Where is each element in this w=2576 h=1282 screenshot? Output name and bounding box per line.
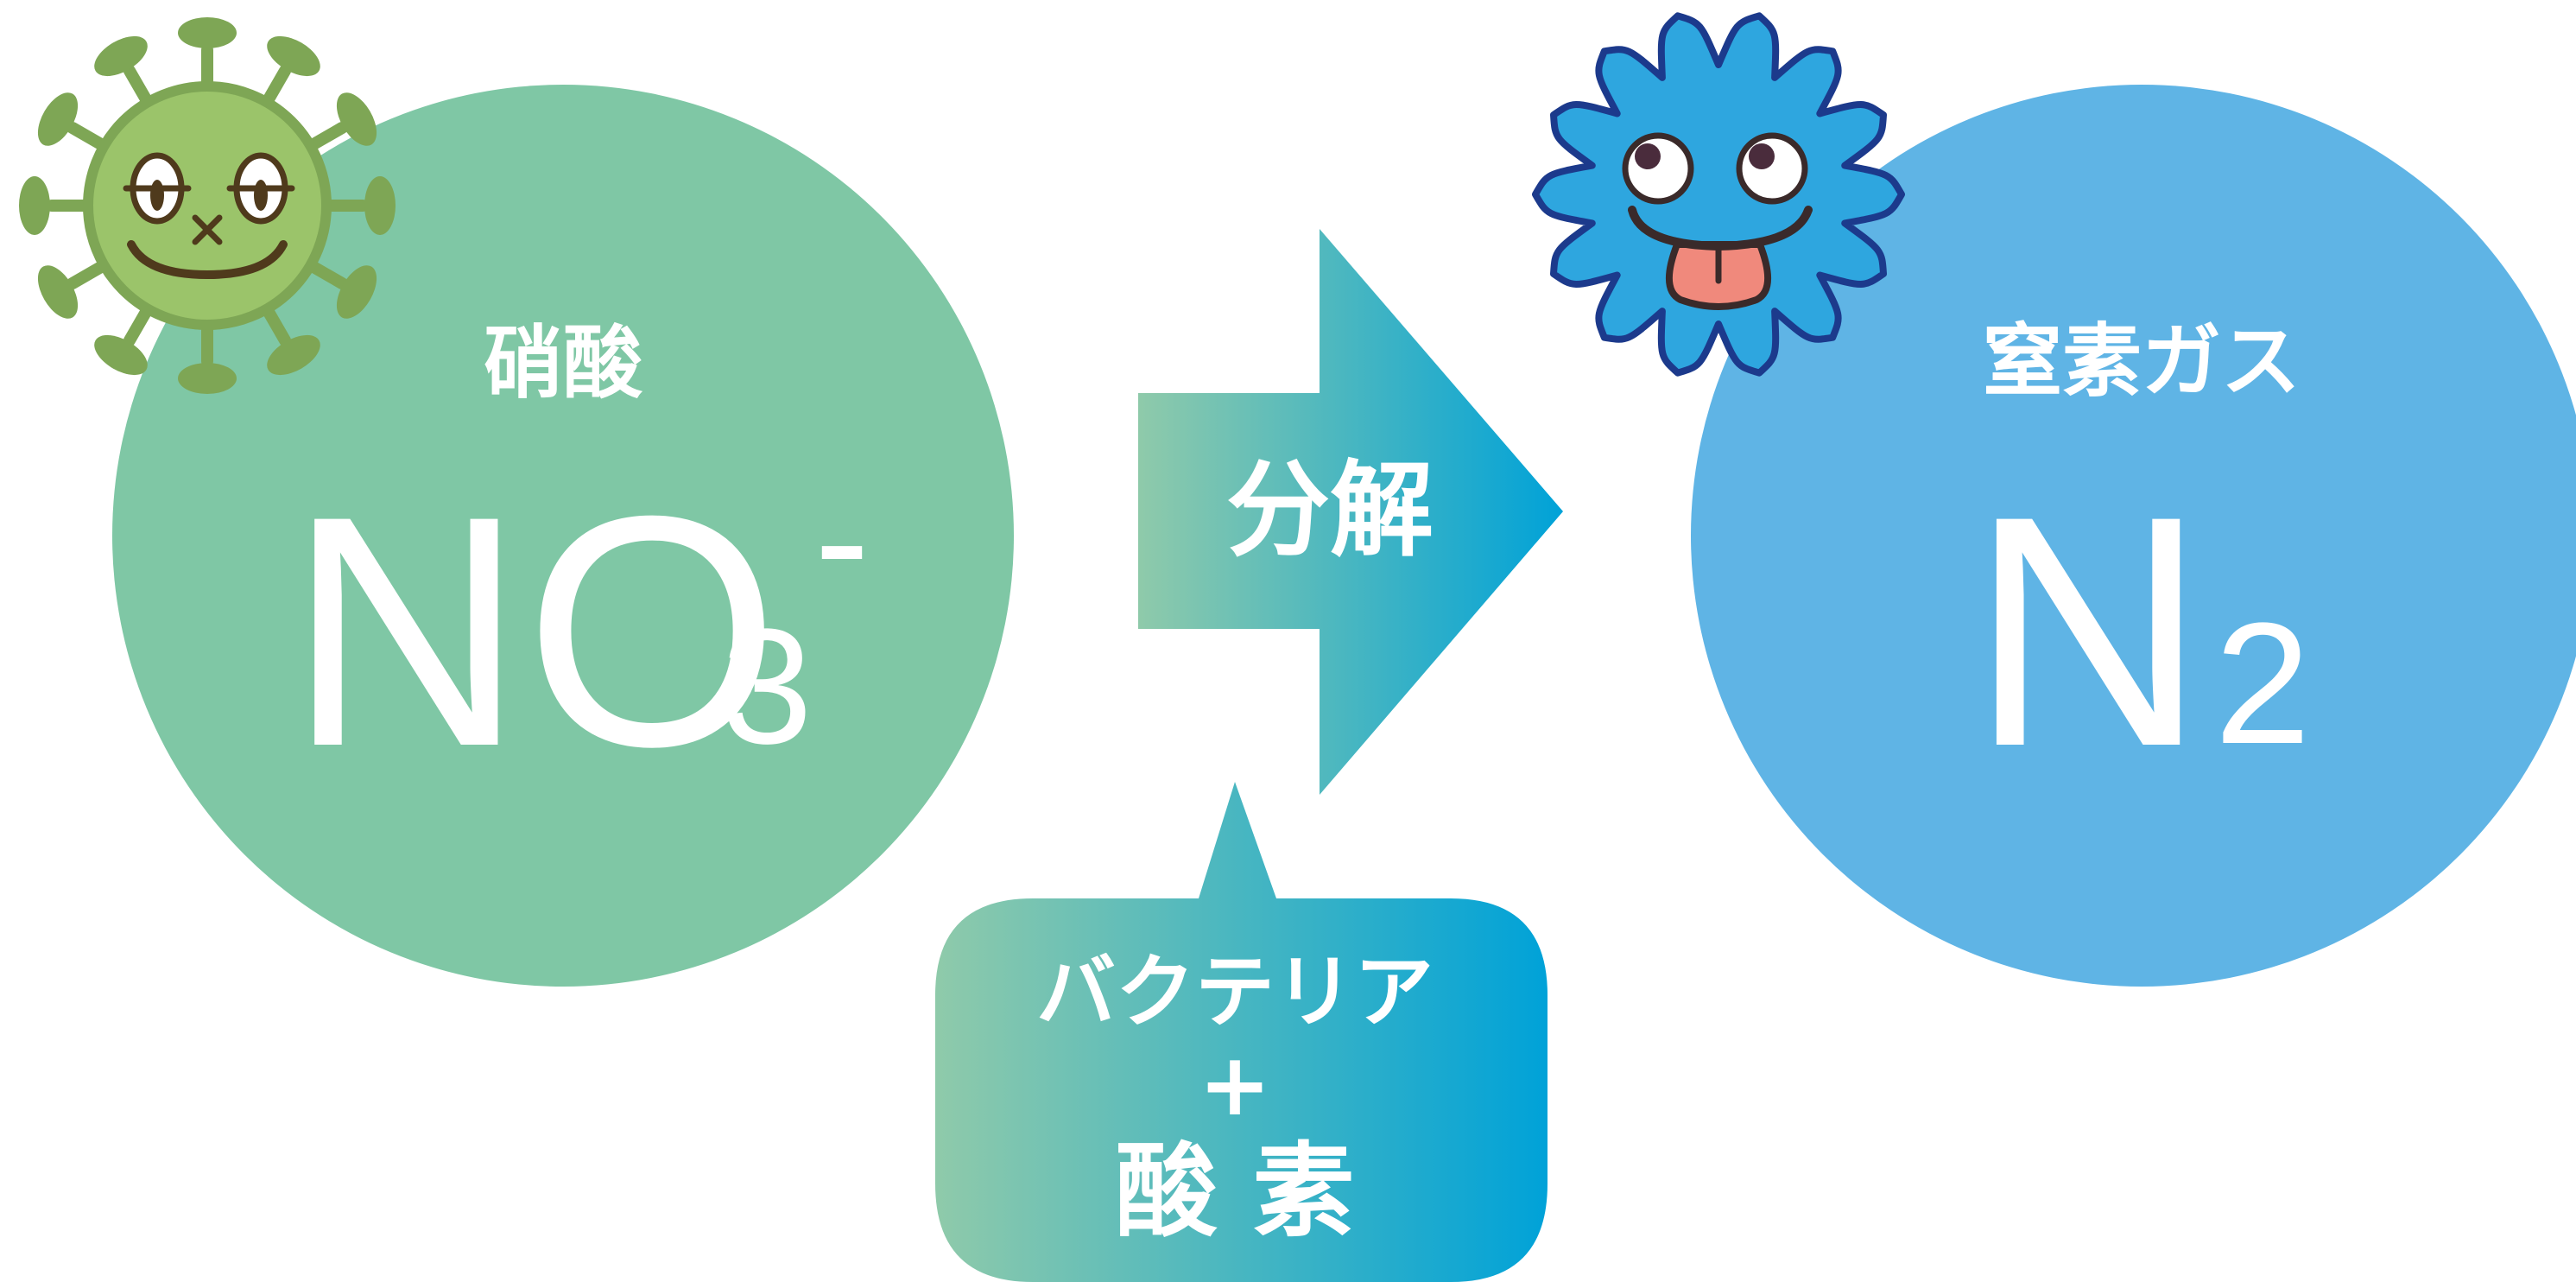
agent-oxygen-label: 酸 素 [1115, 1132, 1354, 1251]
nitrogen-label: 窒素ガス [1983, 315, 2301, 408]
nitrogen-circle [1691, 85, 2576, 987]
callout-shape [935, 782, 1547, 1282]
nitrate-formula-subscript: 3 [721, 595, 813, 778]
agent-bacteria-label: バクテリア [1036, 946, 1434, 1038]
nitrogen-formula-subscript: 2 [2214, 587, 2310, 780]
decomposition-arrow: 分解 [1138, 229, 1563, 795]
agent-plus-sign: + [1199, 1034, 1271, 1135]
nitrogen-node: 窒素ガス N 2 [1691, 85, 2576, 987]
dead-virus-icon [19, 17, 396, 394]
agents-callout: バクテリア + 酸 素 [935, 782, 1547, 1282]
happy-bacteria-icon [1532, 12, 1905, 377]
decomposition-label: 分解 [1226, 451, 1434, 571]
nitrate-formula: NO [288, 447, 780, 815]
nitrate-formula-charge: - [814, 448, 869, 631]
nitrate-label: 硝酸 [484, 317, 643, 409]
arrow-shape [1138, 229, 1563, 795]
nitrogen-formula: N [1970, 447, 2206, 815]
